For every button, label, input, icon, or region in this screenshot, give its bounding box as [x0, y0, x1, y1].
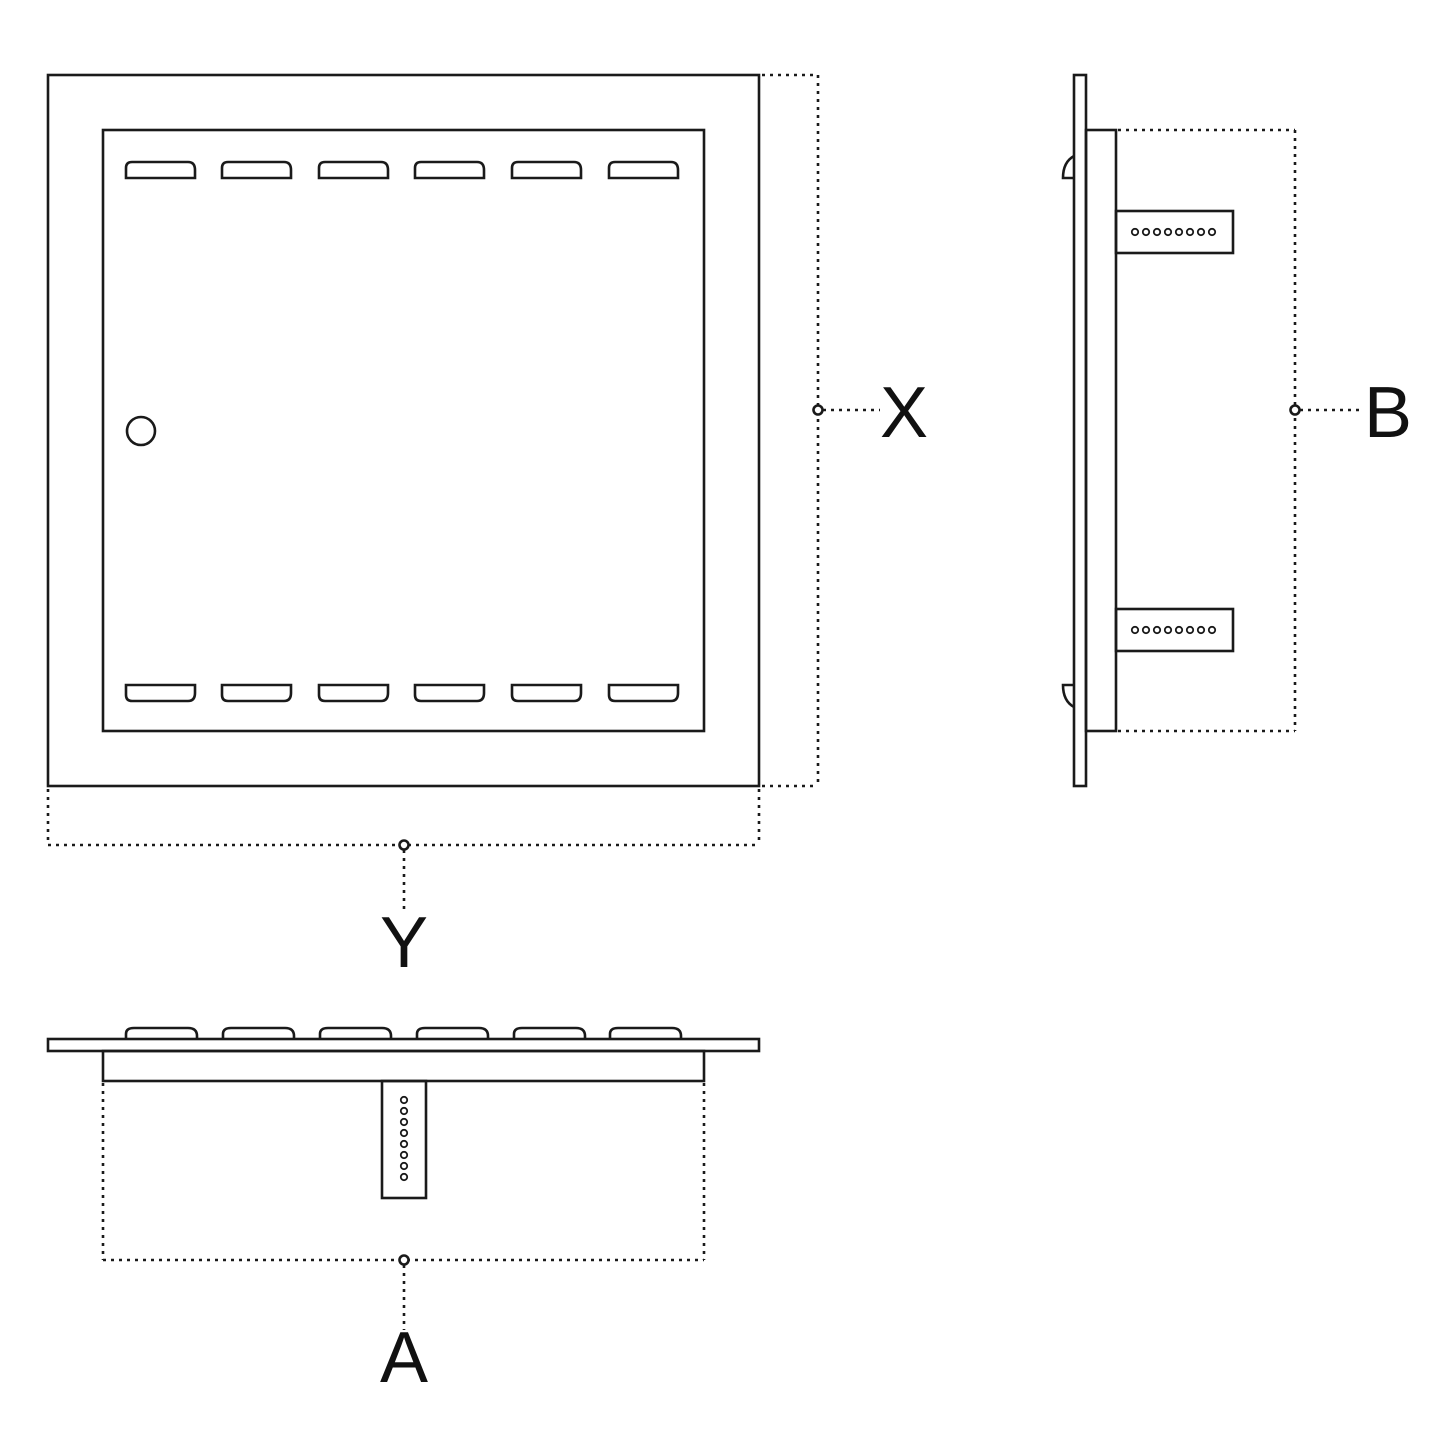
- dimension-label-a: A: [380, 1318, 428, 1398]
- top-vent-profiles: [124, 1026, 683, 1039]
- vent-slot: [413, 683, 486, 703]
- dimension-label-y: Y: [380, 903, 428, 983]
- top-box-body: [101, 1049, 706, 1083]
- dimension-a-marker: [398, 1254, 410, 1266]
- vent-slot: [317, 683, 390, 703]
- vent-slot: [510, 160, 583, 180]
- top-frame-flange: [46, 1037, 761, 1053]
- front-outer-frame: [46, 73, 761, 788]
- side-vent-bottom: [1061, 683, 1075, 709]
- vent-slot: [607, 683, 680, 703]
- dimension-x-marker: [812, 404, 824, 416]
- dimension-x: [762, 73, 880, 788]
- vent-slot: [220, 683, 293, 703]
- vent-slot: [510, 683, 583, 703]
- side-box-body: [1084, 128, 1118, 733]
- dimension-label-b: B: [1364, 373, 1412, 453]
- vent-slot: [124, 160, 197, 180]
- dimension-y-marker: [398, 839, 410, 851]
- side-frame-flange: [1072, 73, 1088, 788]
- dimension-y: [46, 789, 761, 910]
- side-bracket-top: [1114, 209, 1235, 255]
- dimension-b-marker: [1289, 404, 1301, 416]
- top-vent-slots: [124, 160, 680, 180]
- vent-slot: [220, 160, 293, 180]
- side-view: [1061, 73, 1235, 788]
- door-lock: [125, 415, 157, 447]
- bottom-vent-slots: [124, 683, 680, 703]
- vent-slot: [413, 160, 486, 180]
- vent-slot: [124, 683, 197, 703]
- side-vent-top: [1061, 154, 1075, 180]
- dimension-a: [101, 1083, 706, 1330]
- side-bracket-bottom: [1114, 607, 1235, 653]
- front-view: [46, 73, 761, 788]
- front-door-panel: [101, 128, 706, 733]
- top-bracket: [380, 1079, 428, 1200]
- dimension-label-x: X: [880, 373, 928, 453]
- dimension-b: [1118, 128, 1360, 733]
- top-view: [46, 1026, 761, 1200]
- vent-slot: [607, 160, 680, 180]
- vent-slot: [317, 160, 390, 180]
